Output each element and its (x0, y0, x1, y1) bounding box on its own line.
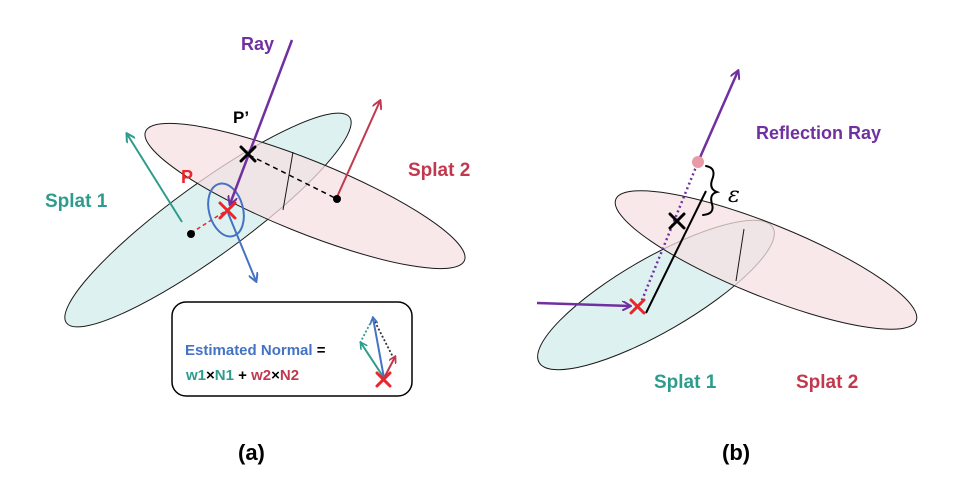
formula-line-2: w1×N1 + w2×N2 (185, 367, 299, 384)
formula-w2: w2 (250, 367, 271, 384)
p-prime-cross-mark (239, 145, 257, 163)
splat1-normal-arrow (127, 134, 183, 223)
splat1-label: Splat 1 (45, 191, 108, 212)
splat2-label-b: Splat 2 (796, 372, 858, 393)
splat2-ellipse-b (614, 190, 918, 330)
normal-estimate-ring (207, 182, 245, 238)
ray-label: Ray (241, 34, 274, 54)
overlap-edge-b (735, 228, 745, 282)
intersection-cross-mark (668, 212, 686, 230)
formula-w1: w1 (185, 367, 206, 384)
reflection-ray-arrow (696, 71, 738, 163)
formula-n1: N1 (215, 367, 234, 384)
p-prime-label: P’ (233, 108, 249, 127)
panel-a: Ray P’ P Splat 1 Splat 2 Estimated Norma… (45, 34, 470, 465)
splat2-normal-arrow (336, 101, 380, 198)
mini-dotted-n1 (359, 317, 374, 344)
reflection-ray-label: Reflection Ray (756, 123, 881, 143)
mini-n2-arrow (383, 357, 395, 379)
reflection-dotted-path (638, 161, 700, 306)
mini-n1-arrow (361, 343, 385, 379)
overlap-edge (282, 151, 294, 211)
panel-b: Reflection Ray ε Splat 1 Splat 2 (b) (536, 71, 918, 465)
formula-estimated-normal: Estimated Normal (185, 342, 313, 359)
formula-n2: N2 (280, 367, 299, 384)
epsilon-brace (702, 165, 721, 216)
p-label: P (181, 167, 193, 187)
estimated-normal-arrow (227, 212, 256, 281)
formula-times-1: × (206, 367, 215, 384)
caption-a: (a) (238, 440, 265, 465)
splat2-center-link (248, 154, 338, 200)
splat1-label-b: Splat 1 (654, 372, 717, 393)
caption-b: (b) (722, 440, 750, 465)
p-cross-mark (218, 201, 237, 220)
mini-vector-diagram (359, 317, 396, 388)
splat2-label: Splat 2 (408, 160, 470, 181)
formula-plus: + (234, 367, 251, 384)
reflection-point-dot (692, 156, 704, 168)
mini-estimated-arrow (373, 318, 385, 379)
ray-arrow (230, 39, 294, 204)
mini-cross-mark (375, 371, 392, 388)
formula-box (171, 301, 413, 397)
splat1-center-dot (187, 230, 195, 238)
splat2-ellipse (144, 122, 466, 270)
mini-dotted-n2 (372, 317, 396, 362)
incoming-ray-arrow (536, 303, 630, 306)
epsilon-segment (645, 190, 707, 314)
epsilon-label: ε (728, 183, 740, 208)
formula-times-2: × (271, 367, 280, 384)
hit-cross-mark (629, 298, 646, 315)
splat2-center-dot (333, 195, 341, 203)
formula-line-1: Estimated Normal = (185, 342, 326, 359)
formula-equals: = (313, 342, 326, 359)
